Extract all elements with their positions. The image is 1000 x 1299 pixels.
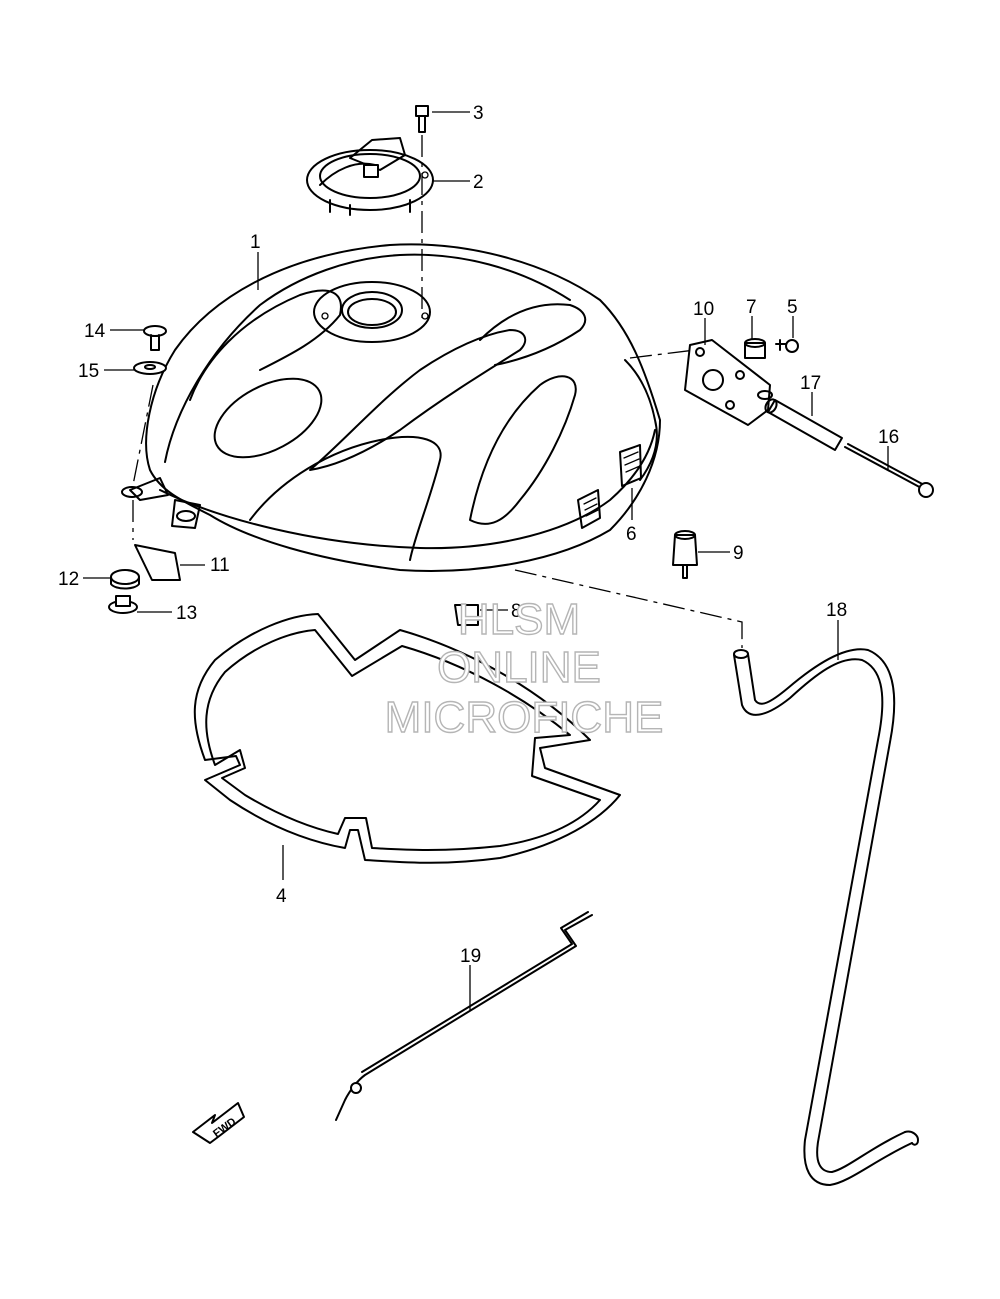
callout-14: 14 (84, 321, 106, 342)
washer[interactable] (133, 361, 167, 375)
callout-8: 8 (511, 601, 522, 622)
callout-19: 19 (460, 946, 481, 967)
callout-11: 11 (210, 555, 230, 576)
watermark-line-3: MICROFICHE (385, 693, 664, 742)
rubber-block[interactable] (134, 544, 181, 581)
cap-bolt[interactable] (415, 105, 429, 133)
callout-3: 3 (473, 103, 484, 124)
collar[interactable] (744, 338, 766, 359)
callout-16: 16 (878, 427, 899, 448)
leader-lines (83, 111, 889, 1010)
fuel-tank[interactable] (121, 243, 661, 572)
long-bolt[interactable] (844, 443, 934, 498)
callout-15: 15 (78, 361, 99, 382)
watermark-line-2: ONLINE (437, 643, 601, 692)
callout-1: 1 (250, 232, 261, 253)
small-bolt[interactable] (775, 339, 799, 353)
clip[interactable] (454, 604, 479, 626)
callout-2: 2 (473, 172, 484, 193)
callout-18: 18 (826, 600, 847, 621)
callout-7: 7 (746, 297, 757, 318)
breather-hose[interactable] (733, 648, 919, 1186)
rubber-sleeve[interactable] (763, 397, 843, 451)
fwd-arrow-icon: FWD (192, 1102, 245, 1144)
callout-13: 13 (176, 603, 197, 624)
watermark-line-1: HLSM (458, 595, 580, 644)
callout-5: 5 (787, 297, 798, 318)
callout-4: 4 (276, 886, 287, 907)
tank-gasket[interactable] (193, 613, 621, 864)
mount-bolt[interactable] (143, 325, 167, 351)
callouts: 1 2 3 4 5 6 7 8 9 10 11 12 13 14 15 16 1… (58, 103, 899, 967)
damper[interactable] (672, 530, 698, 579)
support-rod[interactable] (335, 911, 593, 1121)
callout-10: 10 (693, 299, 714, 320)
callout-9: 9 (733, 543, 744, 564)
callout-6: 6 (626, 524, 637, 545)
bracket-plate[interactable] (684, 339, 773, 426)
assembly-lines (132, 135, 743, 648)
grommet[interactable] (108, 595, 138, 614)
watermark: HLSM ONLINE MICROFICHE (384, 594, 664, 742)
callout-12: 12 (58, 569, 79, 590)
fuel-cap[interactable] (306, 137, 434, 216)
callout-17: 17 (800, 373, 821, 394)
cushion[interactable] (110, 569, 140, 590)
